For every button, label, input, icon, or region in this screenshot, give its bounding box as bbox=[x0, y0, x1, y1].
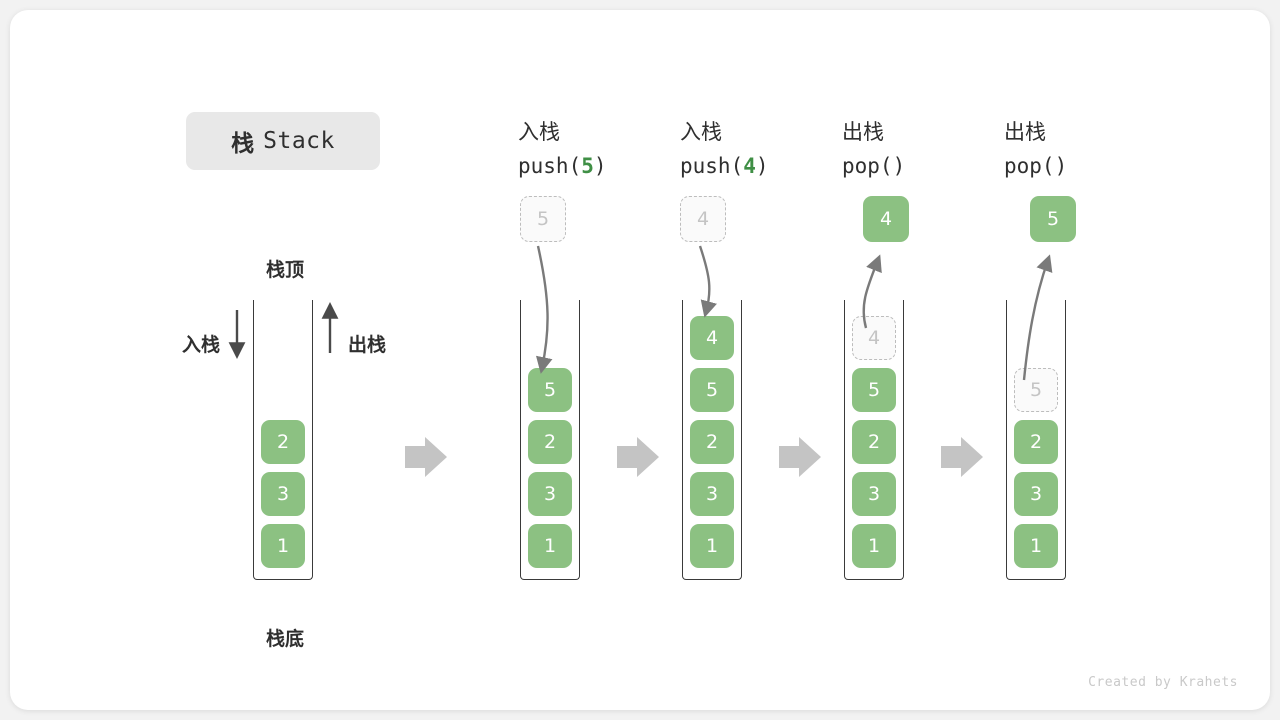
popped-element-5: 5 bbox=[1030, 196, 1076, 242]
stack-cell: 2 bbox=[1014, 420, 1058, 464]
incoming-element-5: 5 bbox=[520, 196, 566, 242]
op-header-push-4: 入栈 push(4) bbox=[680, 115, 840, 183]
title-cn: 栈 bbox=[231, 131, 255, 157]
stack-cell: 1 bbox=[852, 524, 896, 568]
stack-cell: 2 bbox=[852, 420, 896, 464]
stack-cell: 2 bbox=[528, 420, 572, 464]
op-arg: 4 bbox=[743, 154, 756, 178]
stack-cell: 3 bbox=[852, 472, 896, 516]
stack-container-initial: 2 3 1 bbox=[253, 300, 313, 580]
diagram-card: 栈 Stack 栈顶 栈底 入栈 出栈 入栈 push(5) 入栈 push(4… bbox=[10, 10, 1270, 710]
attribution-footer: Created by Krahets bbox=[1088, 675, 1238, 690]
stack-cell: 3 bbox=[528, 472, 572, 516]
stack-cell: 1 bbox=[1014, 524, 1058, 568]
stack-bottom-label: 栈底 bbox=[266, 628, 305, 650]
op-label-cn: 入栈 bbox=[680, 120, 722, 144]
op-header-pop-5: 出栈 pop() bbox=[1004, 115, 1164, 183]
stack-cell: 3 bbox=[1014, 472, 1058, 516]
stack-cell: 4 bbox=[690, 316, 734, 360]
stack-cell: 3 bbox=[261, 472, 305, 516]
op-header-push-5: 入栈 push(5) bbox=[518, 115, 678, 183]
stack-cell: 1 bbox=[690, 524, 734, 568]
flow-arrow-2 bbox=[617, 437, 659, 477]
stack-cell: 1 bbox=[528, 524, 572, 568]
stack-container-push-4: 4 5 2 3 1 bbox=[682, 300, 742, 580]
stack-container-push-5: 5 2 3 1 bbox=[520, 300, 580, 580]
stack-cell: 5 bbox=[528, 368, 572, 412]
op-label-code: pop() bbox=[1004, 154, 1068, 178]
stack-cell-ghost: 4 bbox=[852, 316, 896, 360]
stack-cell: 2 bbox=[261, 420, 305, 464]
stack-cell: 3 bbox=[690, 472, 734, 516]
op-label-cn: 出栈 bbox=[1004, 120, 1046, 144]
stack-cell-ghost: 5 bbox=[1014, 368, 1058, 412]
push-direction-label: 入栈 bbox=[182, 334, 221, 356]
stack-cell: 5 bbox=[852, 368, 896, 412]
op-label-code: push(5) bbox=[518, 154, 607, 178]
incoming-element-4: 4 bbox=[680, 196, 726, 242]
op-label-cn: 入栈 bbox=[518, 120, 560, 144]
title-en: Stack bbox=[263, 128, 335, 154]
title-badge: 栈 Stack bbox=[186, 112, 380, 170]
flow-arrow-3 bbox=[779, 437, 821, 477]
pop-direction-label: 出栈 bbox=[348, 334, 387, 356]
op-header-pop-4: 出栈 pop() bbox=[842, 115, 1002, 183]
flow-arrow-1 bbox=[405, 437, 447, 477]
flow-arrow-4 bbox=[941, 437, 983, 477]
stack-container-pop-4: 4 5 2 3 1 bbox=[844, 300, 904, 580]
stack-cell: 5 bbox=[690, 368, 734, 412]
op-label-cn: 出栈 bbox=[842, 120, 884, 144]
stack-cell: 1 bbox=[261, 524, 305, 568]
op-label-code: pop() bbox=[842, 154, 906, 178]
stack-top-label: 栈顶 bbox=[266, 259, 305, 281]
stack-container-pop-5: 5 2 3 1 bbox=[1006, 300, 1066, 580]
op-label-code: push(4) bbox=[680, 154, 769, 178]
stack-cell: 2 bbox=[690, 420, 734, 464]
op-arg: 5 bbox=[581, 154, 594, 178]
popped-element-4: 4 bbox=[863, 196, 909, 242]
